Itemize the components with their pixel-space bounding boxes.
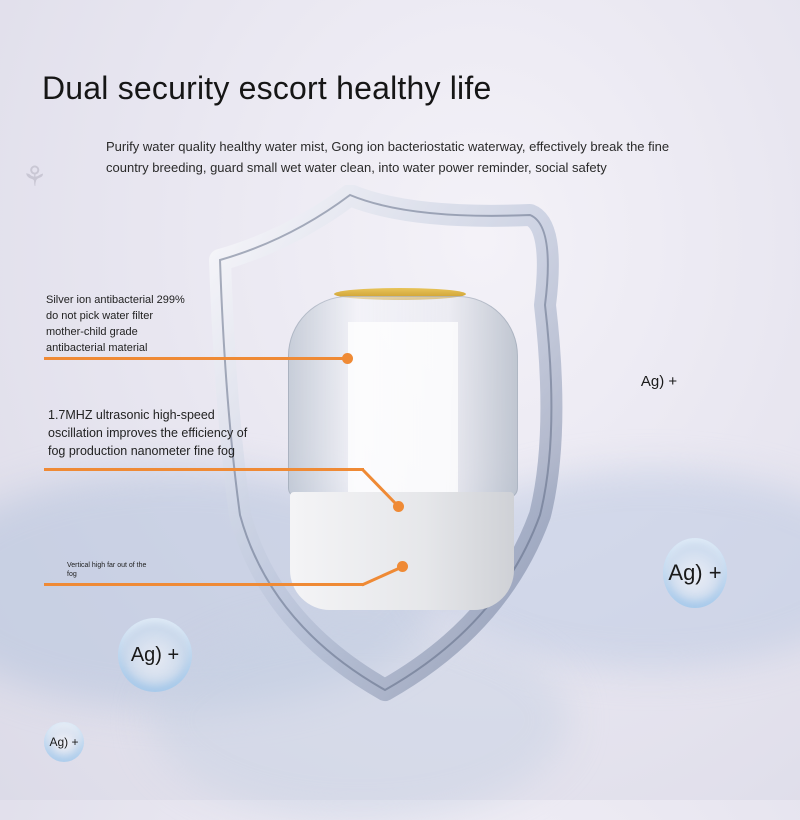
brand-logo-icon: ⚘: [22, 161, 48, 192]
silver-ion-bubble: Ag) +: [663, 538, 727, 608]
callout-vertical-fog: Vertical high far out of the fog: [67, 562, 147, 578]
page-subtitle: Purify water quality healthy water mist,…: [106, 139, 670, 175]
callout-line: [44, 468, 364, 471]
callout-line: [44, 357, 346, 360]
callout-dot: [342, 353, 353, 364]
humidifier-product: [288, 288, 518, 610]
callout-dot: [397, 561, 408, 572]
crystal-shield-icon: [209, 185, 563, 701]
callout-line-diagonal: [360, 467, 400, 508]
callout-ultrasonic: 1.7MHZ ultrasonic high-speed oscillation…: [48, 408, 248, 458]
silver-ion-bubble: Ag) +: [44, 722, 84, 762]
silver-ion-bubble: Ag) +: [640, 372, 678, 390]
callout-dot: [393, 501, 404, 512]
page-title: Dual security escort healthy life: [42, 70, 492, 106]
callout-silver-ion: Silver ion antibacterial 299% do not pic…: [46, 294, 185, 354]
callout-line: [44, 583, 364, 586]
white-base: [290, 492, 514, 610]
background-cloud: [150, 620, 570, 820]
callout-line-diagonal: [361, 565, 403, 587]
silver-ion-bubble: Ag) +: [118, 618, 192, 692]
